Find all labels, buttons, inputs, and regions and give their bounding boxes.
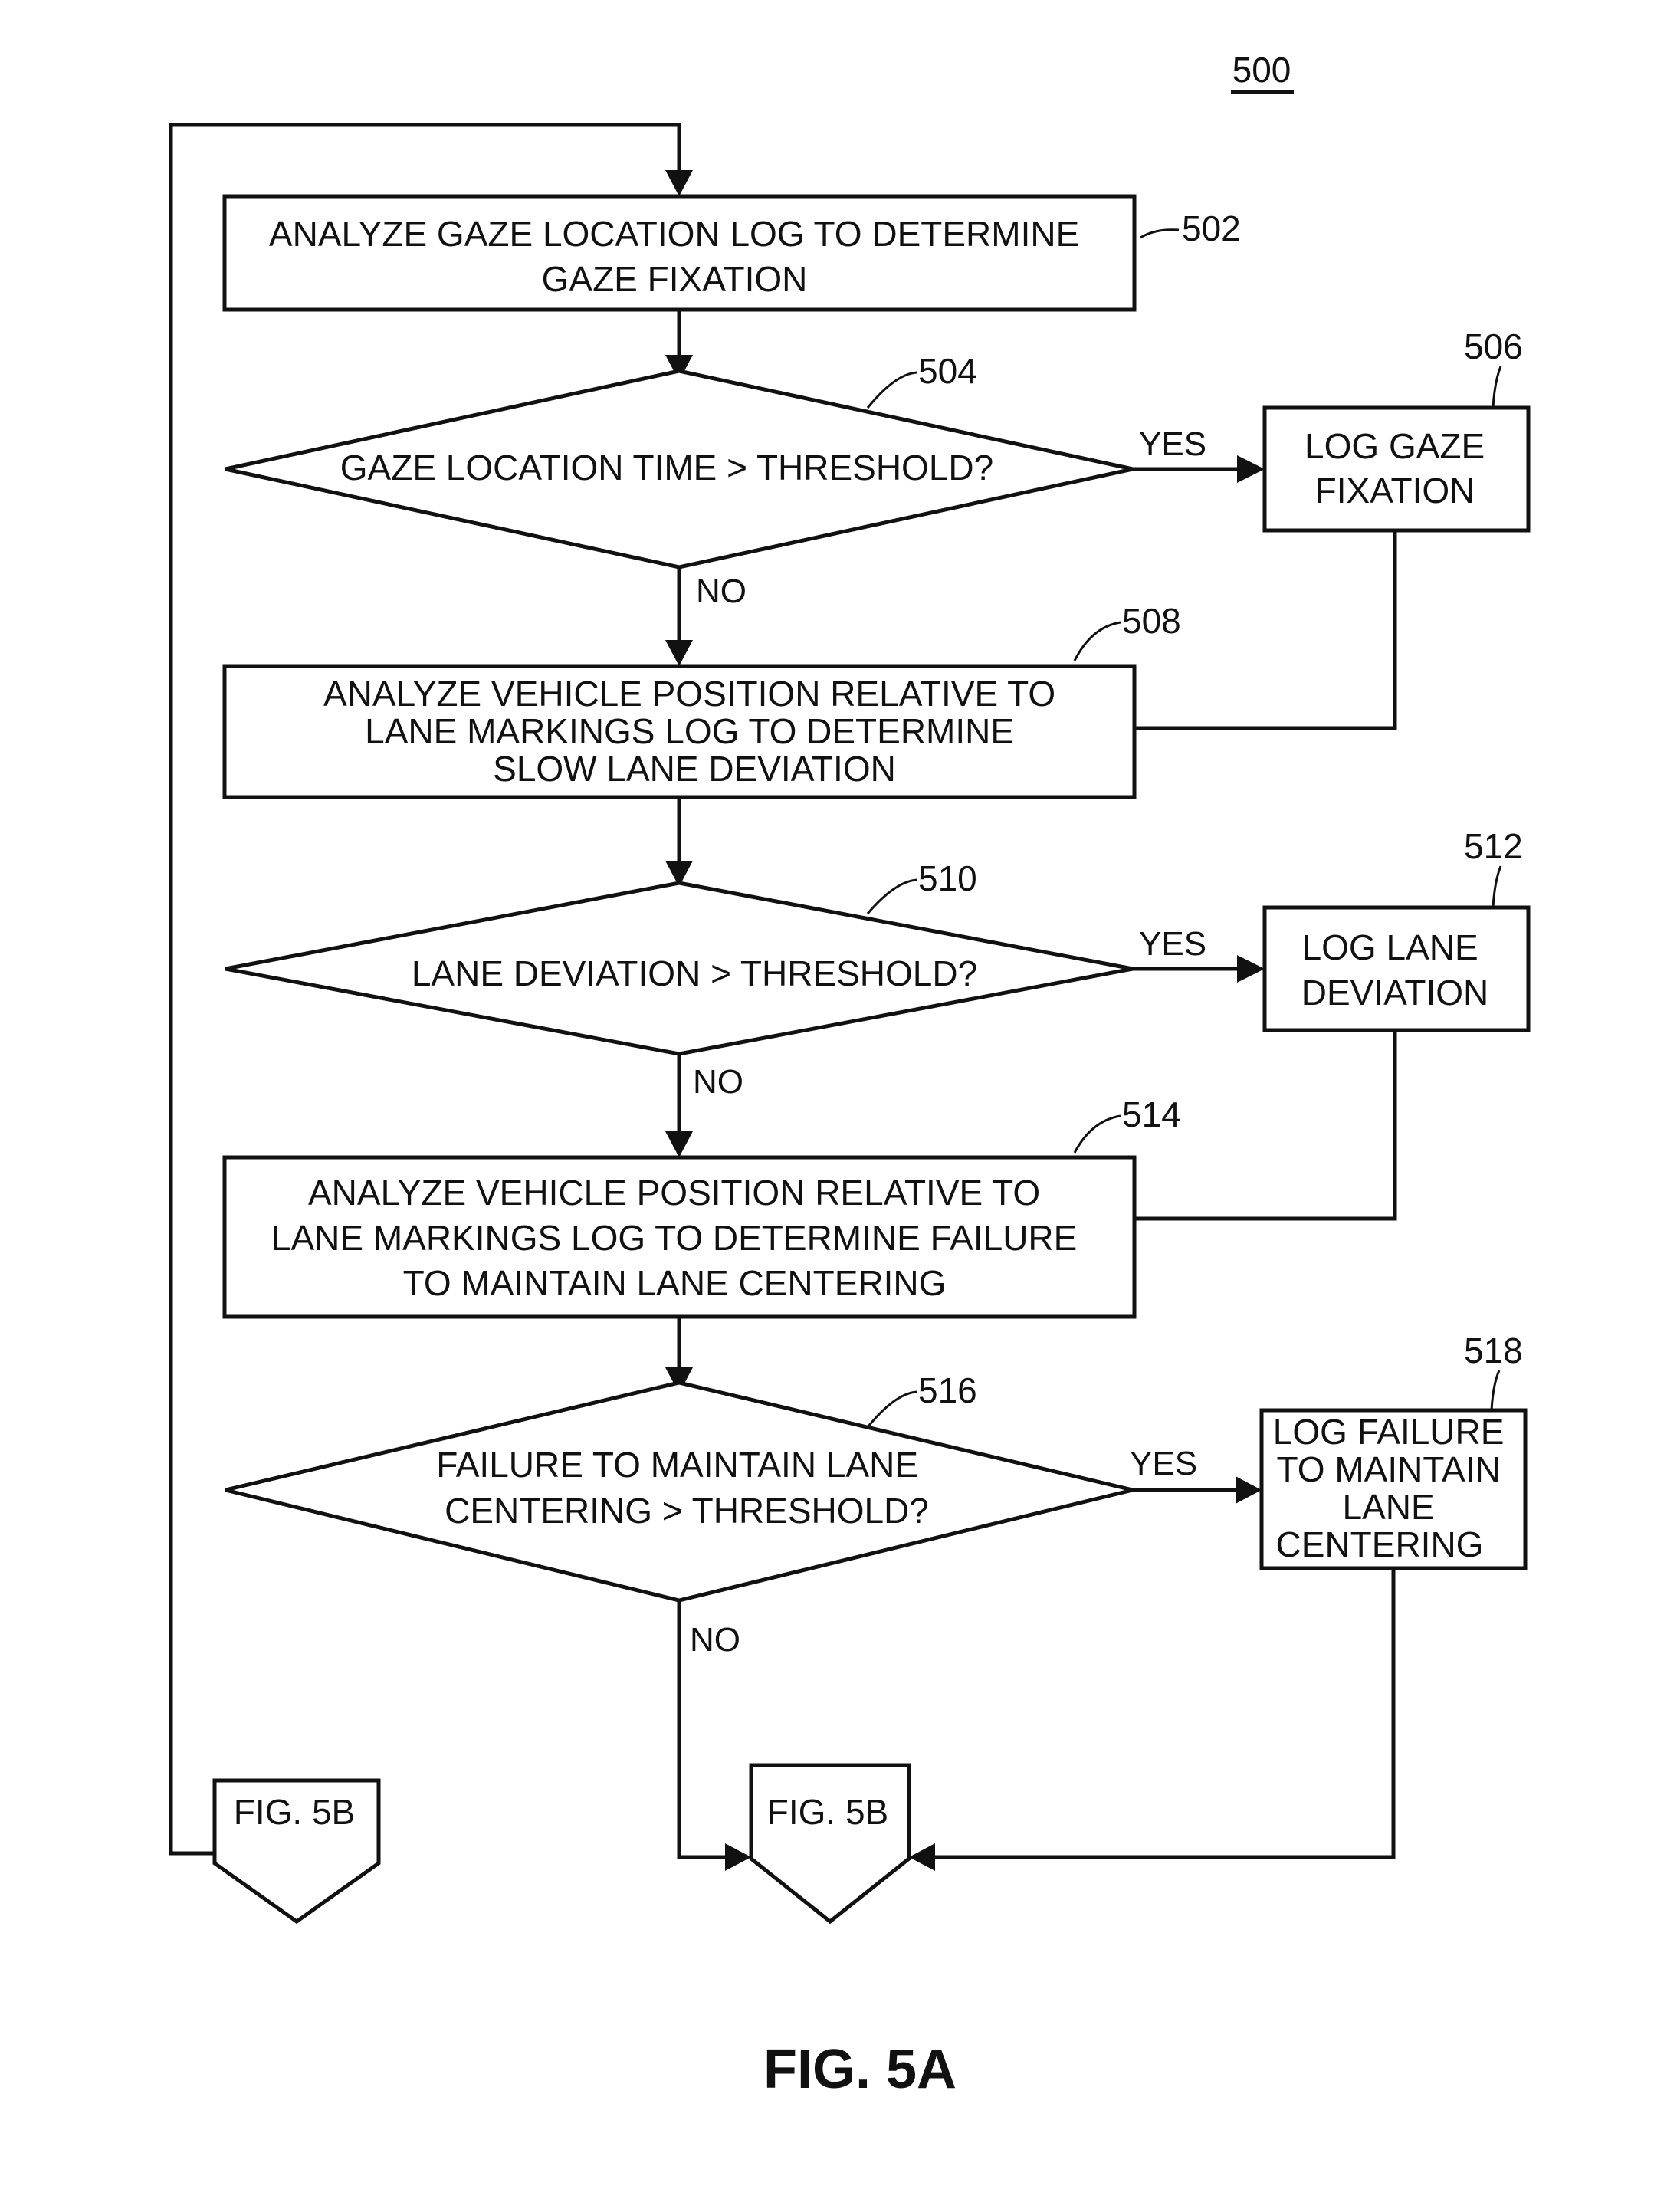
leader-514 xyxy=(1075,1116,1121,1153)
step-ref-512: 512 xyxy=(1464,826,1523,866)
leader-504 xyxy=(868,372,917,408)
figure-caption: FIG. 5A xyxy=(763,2039,957,2100)
arrowhead-into-512 xyxy=(1237,955,1265,983)
edge-label-510-no: NO xyxy=(693,1063,743,1101)
arrowhead-into-518 xyxy=(1236,1476,1262,1504)
arrowhead-into-502 xyxy=(665,170,693,196)
arrowhead-into-508 xyxy=(665,640,693,666)
step-ref-514: 514 xyxy=(1122,1095,1181,1134)
step-ref-504: 504 xyxy=(918,351,977,391)
leader-518 xyxy=(1492,1370,1499,1410)
arrowhead-no-into-connector xyxy=(725,1843,751,1871)
step-ref-510: 510 xyxy=(918,858,977,898)
diagram-ref-500: 500 xyxy=(1232,50,1291,90)
step-504-text: GAZE LOCATION TIME > THRESHOLD? xyxy=(340,448,993,487)
edge-label-516-yes: YES xyxy=(1130,1445,1197,1482)
edge-label-516-no: NO xyxy=(690,1621,740,1659)
edge-label-504-yes: YES xyxy=(1139,425,1206,463)
step-ref-516: 516 xyxy=(918,1370,977,1410)
leader-508 xyxy=(1075,622,1121,661)
connector-left-label: FIG. 5B xyxy=(234,1792,355,1832)
step-ref-518: 518 xyxy=(1464,1331,1523,1370)
step-ref-502: 502 xyxy=(1182,208,1241,248)
arrowhead-into-514 xyxy=(665,1131,693,1157)
step-518-text: LOG FAILURE TO MAINTAIN LANE CENTERING xyxy=(1273,1412,1514,1564)
step-ref-508: 508 xyxy=(1122,601,1181,641)
step-510-text: LANE DEVIATION > THRESHOLD? xyxy=(412,953,977,993)
leader-502 xyxy=(1140,230,1179,238)
connector-right-label: FIG. 5B xyxy=(767,1792,888,1832)
offpage-connector-right xyxy=(751,1765,909,1922)
leader-510 xyxy=(868,880,917,914)
edge-label-510-yes: YES xyxy=(1139,925,1206,963)
leader-512 xyxy=(1493,866,1501,907)
leader-516 xyxy=(868,1392,917,1427)
step-ref-506: 506 xyxy=(1464,327,1523,366)
arrowhead-518-into-connector xyxy=(909,1843,935,1871)
flow-518-connector xyxy=(932,1568,1393,1857)
edge-label-504-no: NO xyxy=(696,573,747,610)
arrowhead-into-506 xyxy=(1237,455,1265,483)
leader-506 xyxy=(1493,366,1501,408)
